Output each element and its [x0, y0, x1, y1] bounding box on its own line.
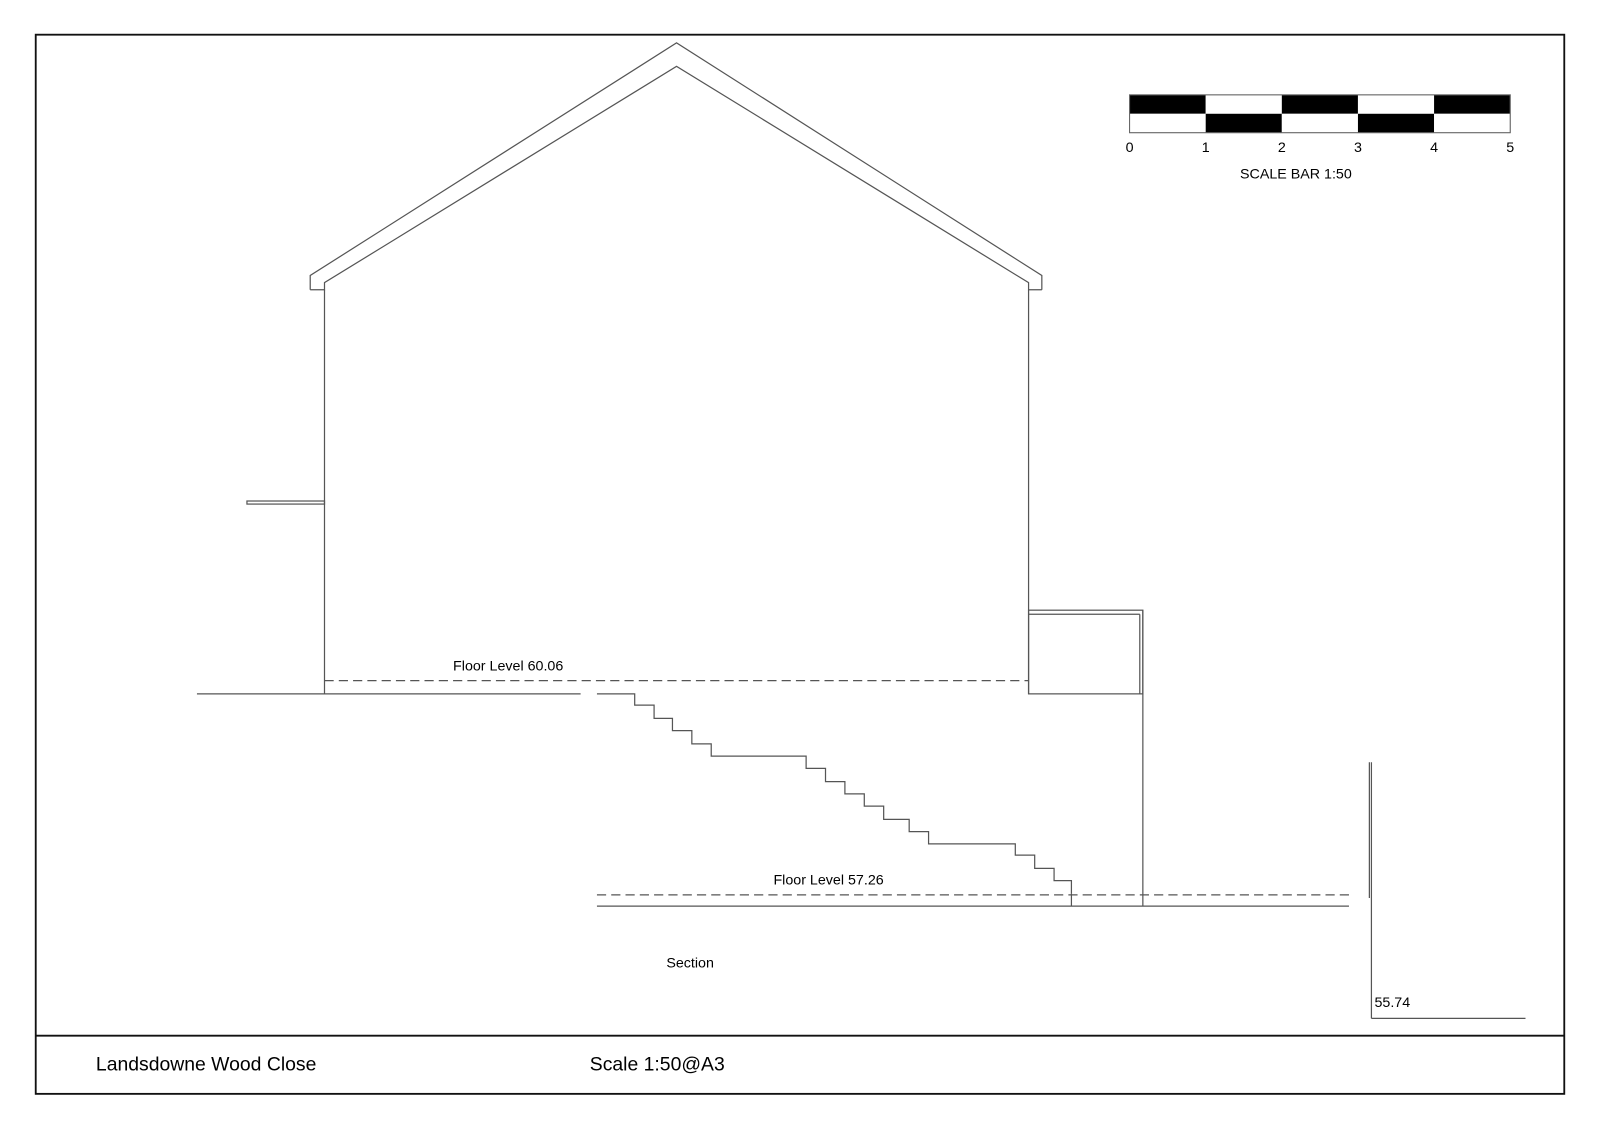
scale-bar-segment	[1434, 94, 1511, 114]
spot-level-marker	[1368, 762, 1526, 1019]
canopy	[246, 500, 326, 505]
floor-level-lower-label: Floor Level 57.26	[773, 873, 883, 889]
scale-bar-segment	[1357, 94, 1435, 114]
project-name: Landsdowne Wood Close	[96, 1053, 316, 1075]
scale-bar-caption: SCALE BAR 1:50	[1240, 167, 1352, 183]
scale-bar-tick-label: 1	[1202, 140, 1210, 156]
scale-bar-tick-label: 4	[1430, 140, 1438, 156]
drawing-scale: Scale 1:50@A3	[590, 1053, 725, 1075]
stair-profile	[596, 693, 1073, 894]
spot-level-label: 55.74	[1374, 995, 1410, 1011]
scale-bar-segment	[1205, 94, 1282, 114]
scale-bar-tick-label: 2	[1278, 140, 1286, 156]
scale-bar: 0 1 2 3 4 5	[1126, 94, 1514, 156]
roof	[309, 42, 1043, 291]
floor-level-upper-label: Floor Level 60.06	[453, 658, 563, 674]
scale-bar-segment	[1281, 94, 1358, 114]
scale-bar-tick-label: 3	[1354, 140, 1362, 156]
scale-bar-segment	[1357, 113, 1435, 133]
sheet-border	[34, 33, 1566, 1095]
rear-extension	[1027, 609, 1144, 907]
drawing-title: Section	[666, 955, 714, 971]
scale-bar-tick-label: 5	[1506, 140, 1514, 156]
scale-bar-segment	[1129, 113, 1206, 133]
scale-bar-segment	[1129, 94, 1206, 114]
scale-bar-segment	[1434, 113, 1511, 133]
scale-bar-segment	[1205, 113, 1282, 133]
scale-bar-tick-label: 0	[1126, 140, 1134, 156]
scale-bar-segment	[1281, 113, 1358, 133]
